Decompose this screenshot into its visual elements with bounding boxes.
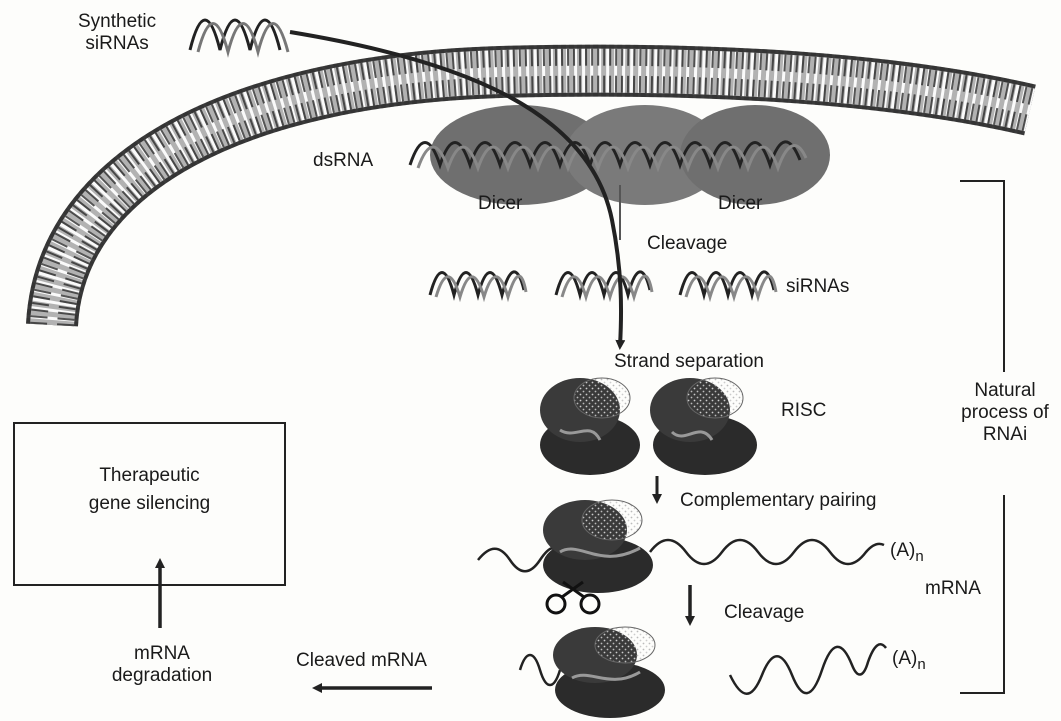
risc-complex-right bbox=[650, 378, 757, 475]
mrna-degradation-label: mRNA degradation bbox=[100, 643, 224, 687]
risc-label: RISC bbox=[781, 400, 826, 422]
sirnas-label: siRNAs bbox=[786, 276, 849, 298]
therapeutic-line-2: gene silencing bbox=[15, 490, 284, 518]
strand-separation-label: Strand separation bbox=[614, 351, 764, 373]
cleavage-top-label: Cleavage bbox=[647, 233, 727, 255]
dicer-right-label: Dicer bbox=[718, 193, 762, 215]
risc-after-cleavage bbox=[553, 627, 665, 718]
poly-a-tail-lower: (A)n bbox=[892, 648, 926, 676]
therapeutic-line-1: Therapeutic bbox=[15, 462, 284, 490]
cleaved-mrna-label: Cleaved mRNA bbox=[296, 650, 427, 672]
dsrna-label: dsRNA bbox=[313, 150, 373, 172]
synthetic-sirnas-label: Synthetic siRNAs bbox=[78, 11, 156, 55]
complementary-pairing-label: Complementary pairing bbox=[680, 490, 876, 512]
poly-a-tail-upper: (A)n bbox=[890, 540, 924, 568]
sirna-fragments bbox=[430, 272, 776, 297]
synthetic-sirna-helix bbox=[190, 20, 288, 52]
risc-bound-to-mrna bbox=[543, 500, 653, 593]
mrna-label: mRNA bbox=[925, 578, 981, 600]
risc-complex-left bbox=[540, 378, 640, 475]
mrna-strand bbox=[478, 540, 884, 571]
therapeutic-gene-silencing-box: Therapeutic gene silencing bbox=[13, 422, 286, 586]
dicer-left-label: Dicer bbox=[478, 193, 522, 215]
natural-process-label: Natural process of RNAi bbox=[950, 380, 1060, 446]
dicer-complex bbox=[430, 105, 830, 205]
cleavage-bottom-label: Cleavage bbox=[724, 602, 804, 624]
risc-complexes bbox=[540, 378, 757, 475]
